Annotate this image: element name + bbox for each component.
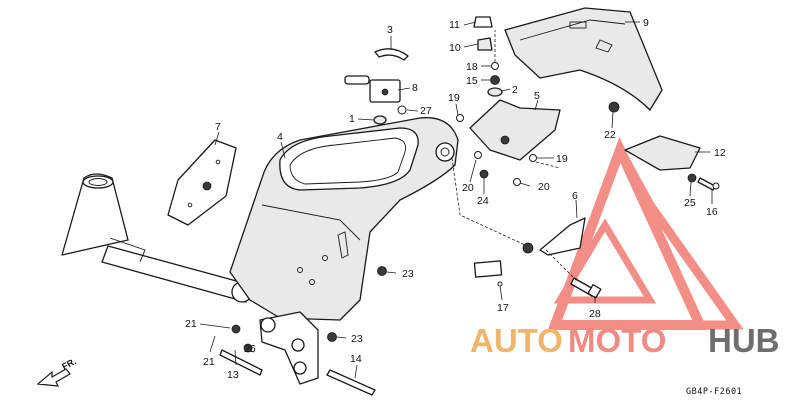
callout-24: 24 bbox=[477, 195, 489, 207]
bolt-16 bbox=[697, 177, 720, 191]
callout-5: 5 bbox=[534, 90, 540, 102]
callout-10: 10 bbox=[449, 42, 461, 54]
callout-17: 17 bbox=[497, 302, 509, 314]
callout-20-b: 20 bbox=[538, 181, 550, 193]
front-direction-indicator: FR. bbox=[36, 356, 78, 387]
grommet-1 bbox=[373, 115, 387, 125]
watermark-part-2: MOTO bbox=[568, 322, 666, 359]
center-body-cover bbox=[229, 117, 459, 321]
leader-lines bbox=[199, 21, 713, 379]
lock-assembly-8 bbox=[344, 75, 401, 103]
watermark-triangle-logo bbox=[547, 136, 744, 330]
callout-7: 7 bbox=[215, 121, 221, 133]
diagram-code: GB4P-F2601 bbox=[686, 387, 742, 397]
fasteners bbox=[231, 101, 697, 353]
callout-19-b: 19 bbox=[556, 153, 568, 165]
bolt-13 bbox=[219, 349, 263, 376]
callout-6: 6 bbox=[572, 190, 578, 202]
plate-12 bbox=[624, 135, 701, 171]
callout-1: 1 bbox=[349, 113, 355, 125]
callout-11: 11 bbox=[449, 19, 460, 31]
callout-2: 2 bbox=[512, 84, 518, 96]
callout-19-a: 19 bbox=[448, 92, 460, 104]
callout-23-a: 23 bbox=[402, 268, 414, 280]
callout-3: 3 bbox=[387, 24, 393, 36]
side-bracket-7 bbox=[167, 139, 237, 226]
screw-27 bbox=[397, 105, 407, 115]
callout-22: 22 bbox=[604, 129, 616, 141]
callout-15: 15 bbox=[466, 75, 478, 87]
assembly-guide-lines bbox=[451, 30, 579, 283]
callout-8: 8 bbox=[412, 82, 418, 94]
callout-16: 16 bbox=[706, 206, 718, 218]
watermark-part-1: AUTO bbox=[470, 322, 563, 359]
callout-9: 9 bbox=[643, 17, 649, 29]
callout-23-b: 23 bbox=[351, 333, 363, 345]
strap-6 bbox=[522, 217, 586, 256]
bracket-5 bbox=[469, 99, 561, 161]
direction-label: FR. bbox=[60, 356, 77, 372]
callout-12: 12 bbox=[714, 147, 726, 159]
callout-20-a: 20 bbox=[462, 182, 474, 194]
plate-17 bbox=[473, 260, 503, 278]
clip-3 bbox=[374, 48, 409, 61]
callout-25: 25 bbox=[684, 197, 696, 209]
watermark-text: AUTO MOTO HUB bbox=[470, 322, 780, 359]
callout-13: 13 bbox=[227, 369, 239, 381]
front-arrow-icon bbox=[36, 368, 71, 387]
callout-18: 18 bbox=[466, 61, 478, 73]
callout-21-b: 21 bbox=[203, 356, 215, 368]
callout-4: 4 bbox=[277, 131, 283, 143]
callout-21-a: 21 bbox=[185, 318, 197, 330]
rear-fender-9 bbox=[504, 7, 663, 111]
lower-bracket bbox=[259, 311, 319, 385]
clip-stack bbox=[473, 16, 503, 97]
watermark-part-3: HUB bbox=[708, 322, 780, 359]
callout-14: 14 bbox=[350, 353, 362, 365]
bolt-14 bbox=[326, 369, 376, 396]
bolt-28 bbox=[570, 277, 602, 299]
callout-27: 27 bbox=[420, 105, 432, 117]
callout-labels: 3 4 7 8 1 27 11 10 18 15 2 9 5 19 19 20 … bbox=[185, 17, 726, 381]
callout-28: 28 bbox=[589, 308, 601, 320]
callout-26: 26 bbox=[244, 343, 256, 355]
